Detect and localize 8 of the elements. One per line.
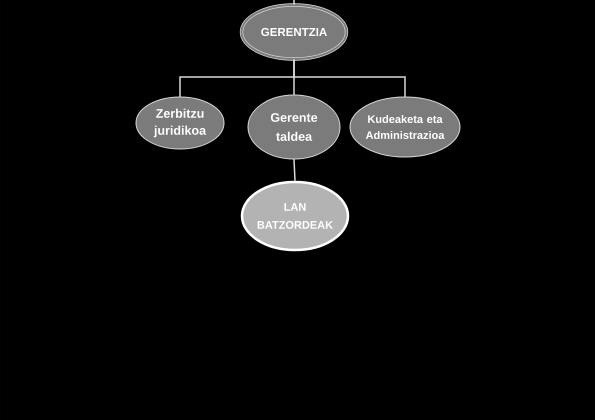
ellipse-node: Kudeaketa eta Administrazioa (350, 96, 460, 158)
ellipse-node: LAN BATZORDEAK (240, 180, 350, 252)
ellipse-node: Zerbitzu juridikoa (136, 96, 224, 150)
ellipse-node: Gerente taldea (248, 94, 340, 160)
connector-line (293, 0, 295, 5)
connector-line (293, 159, 296, 181)
connector-line (293, 59, 406, 96)
ellipse-node: GERENTZIA (240, 3, 348, 61)
